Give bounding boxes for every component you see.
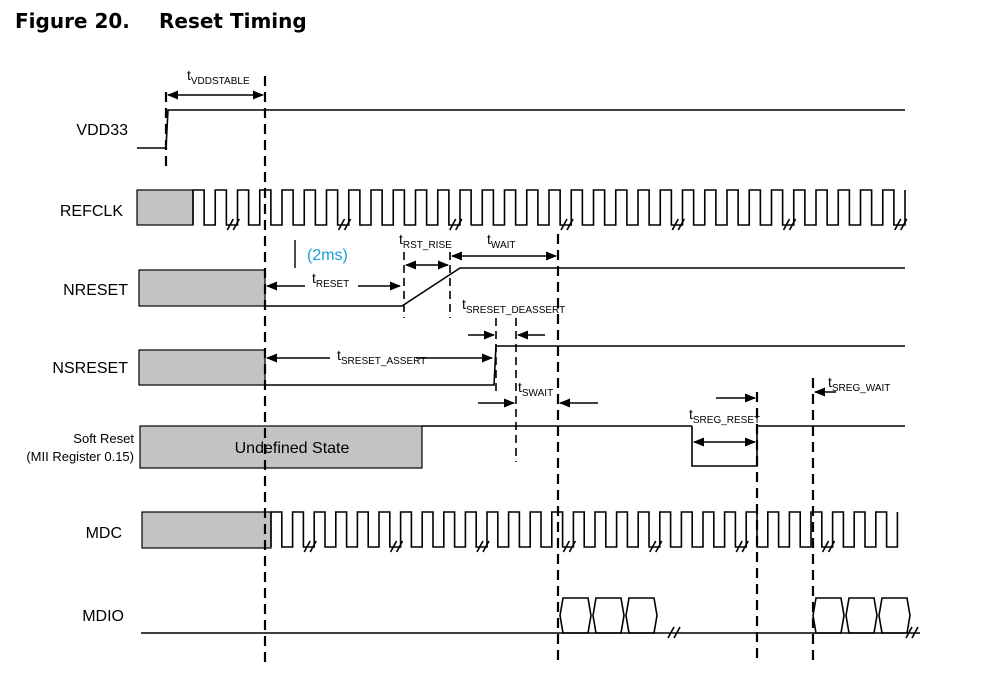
refclk-break-marks (226, 218, 908, 231)
mdio-break-marks (667, 626, 919, 639)
refclk-waveform (192, 189, 906, 226)
refclk-undefined-region (136, 189, 194, 226)
timing-arrows (166, 90, 836, 447)
soft-reset-waveform (422, 425, 905, 467)
mdc-waveform (270, 511, 899, 548)
undefined-state-text: Undefined State (235, 440, 350, 457)
t-swait-label: tSWAIT (518, 379, 553, 399)
nreset-waveform (265, 267, 905, 307)
nsreset-waveform (265, 345, 905, 386)
t-sreset-deassert-label: tSRESET_DEASSERT (462, 296, 565, 316)
vdd33-waveform (137, 109, 905, 149)
note-2ms: (2ms) (307, 247, 348, 264)
soft-reset-undefined-box (139, 425, 423, 469)
vdd33-label: VDD33 (76, 122, 128, 139)
t-wait-label: tWAIT (487, 231, 516, 251)
mdio-label: MDIO (82, 608, 124, 625)
figure-number: Figure 20. (15, 9, 130, 33)
t-sreg-reset-label: tSREG_RESET (689, 406, 760, 426)
figure-caption: Reset Timing (159, 9, 307, 33)
figure-title: Figure 20. Reset Timing (15, 9, 307, 33)
mdio-data-cells (559, 597, 911, 634)
nsreset-undefined-region (138, 349, 266, 386)
t-rst-rise-label: tRST_RISE (399, 231, 452, 251)
nreset-undefined-region (138, 269, 266, 307)
t-reset-label: tRESET (312, 270, 349, 290)
t-sreg-wait-label: tSREG_WAIT (828, 374, 890, 394)
t-vddstable-label: tVDDSTABLE (187, 67, 250, 87)
t-sreset-assert-label: tSRESET_ASSERT (337, 347, 426, 367)
mdc-label: MDC (86, 525, 122, 542)
nsreset-label: NSRESET (52, 360, 128, 377)
soft-reset-register-label: (MII Register 0.15) (26, 449, 134, 464)
refclk-label: REFCLK (60, 203, 123, 220)
nreset-label: NRESET (63, 282, 128, 299)
soft-reset-label: Soft Reset (73, 431, 134, 446)
mdc-break-marks (303, 540, 836, 553)
mdc-undefined-region (141, 511, 272, 549)
